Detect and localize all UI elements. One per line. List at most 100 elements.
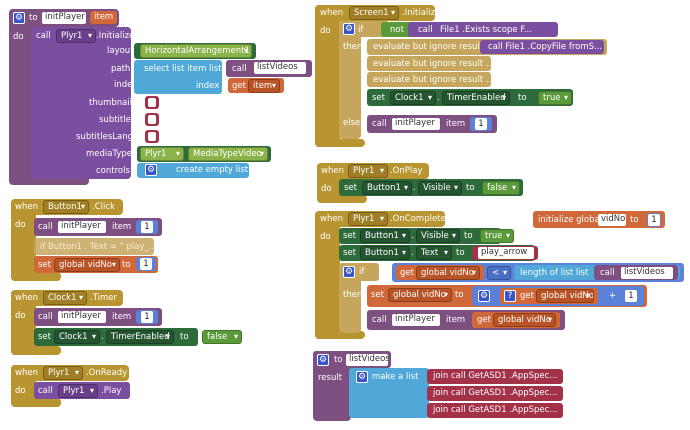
gear-icon[interactable]: ⚙ <box>145 164 157 176</box>
plyr1-dropdown[interactable]: Plyr1 <box>43 366 83 380</box>
join-getasd1-block[interactable] <box>427 369 563 384</box>
play-arrow-text-field[interactable]: play_arrow <box>478 247 534 259</box>
initPlayer-field[interactable]: initPlayer <box>58 221 106 233</box>
join-getasd1-block[interactable] <box>427 403 563 418</box>
number-1[interactable]: 1 <box>474 117 488 131</box>
when-label: when <box>15 202 38 212</box>
procedure-name-field[interactable]: initPlayer <box>42 12 86 24</box>
number-1[interactable]: 1 <box>624 289 638 303</box>
create-empty-list-label: create empty list <box>176 165 249 175</box>
initialize-global-label: initialize global <box>538 215 603 225</box>
subtitle-empty-text[interactable] <box>145 113 159 126</box>
if-label: if <box>359 267 365 277</box>
global-vidNo-dropdown[interactable]: global vidNo <box>416 266 480 280</box>
number-1[interactable]: 1 <box>140 220 154 234</box>
file1-exists-label: File1 .Exists scope F... <box>440 25 532 35</box>
global-vidNo-dropdown[interactable]: global vidNo <box>388 288 452 302</box>
call-label: call <box>418 25 433 35</box>
get-label: get <box>400 268 414 278</box>
text-property-dropdown[interactable]: Text <box>416 246 452 260</box>
copyfile-label: call File1 .CopyFile fromS... <box>488 42 603 52</box>
mediatype-component-dropdown[interactable]: Plyr1 <box>140 147 184 161</box>
get-item-dropdown[interactable]: item <box>248 79 280 93</box>
create-empty-list-block[interactable] <box>137 163 249 178</box>
call-plyr1-initialize[interactable] <box>31 27 131 179</box>
false-dropdown[interactable]: false <box>482 181 520 195</box>
listVideos-field[interactable]: listVideos <box>621 267 673 279</box>
if-else-block[interactable] <box>339 21 361 139</box>
oncomplete-event-label: .OnComplete <box>390 214 446 224</box>
button1-component-dropdown[interactable]: Button1 <box>360 229 410 243</box>
plyr1-dropdown[interactable]: Plyr1 <box>348 212 388 226</box>
visible-property-dropdown[interactable]: Visible <box>418 181 462 195</box>
call-file1-copyfile-block[interactable] <box>480 40 604 54</box>
button1-dropdown[interactable]: Button1 <box>43 200 89 214</box>
component-dropdown-plyr1[interactable]: Plyr1 <box>56 29 96 43</box>
call-file1-exists-block[interactable] <box>408 22 558 37</box>
click-event-label: .Click <box>92 202 115 212</box>
layout-dropdown[interactable]: HorizontalArrangement1 <box>140 44 252 58</box>
true-dropdown[interactable]: true <box>538 91 572 105</box>
event-plyr1-oncomplete[interactable] <box>315 211 340 339</box>
initialize-event-label: .Initialize <box>402 8 441 18</box>
gear-icon[interactable]: ⚙ <box>343 266 355 278</box>
timerenabled-property-dropdown[interactable]: TimerEnabled <box>442 91 510 105</box>
global-vidNo-dropdown[interactable]: global vidNo <box>536 289 594 303</box>
plyr1-dropdown[interactable]: Plyr1 <box>348 164 388 178</box>
number-1[interactable]: 1 <box>647 213 661 227</box>
join-getasd1-block[interactable] <box>427 386 563 401</box>
set-label: set <box>343 248 356 258</box>
button1-component-dropdown[interactable]: Button1 <box>360 246 410 260</box>
less-than-operator-dropdown[interactable]: < <box>487 266 511 280</box>
to-label: to <box>180 332 189 342</box>
initPlayer-field[interactable]: initPlayer <box>392 314 440 326</box>
event-footer <box>317 195 367 203</box>
evaluate-ignore-block-2[interactable] <box>367 56 491 71</box>
when-label: when <box>320 214 343 224</box>
gear-icon[interactable]: ⚙ <box>356 371 368 383</box>
to-label: to <box>122 260 131 270</box>
clock1-component-dropdown[interactable]: Clock1 <box>54 330 100 344</box>
param-item[interactable]: item <box>90 11 118 24</box>
button1-component-dropdown[interactable]: Button1 <box>362 181 412 195</box>
index-label: index <box>196 81 220 91</box>
do-label: do <box>15 220 26 230</box>
gear-icon[interactable]: ⚙ <box>478 290 490 302</box>
arg-path: path <box>111 64 131 74</box>
dot-label: . <box>101 332 104 342</box>
disabled-if-block[interactable] <box>34 238 154 255</box>
initPlayer-field[interactable]: initPlayer <box>58 311 106 323</box>
procedure-name-field[interactable]: listVideos <box>346 354 388 366</box>
visible-property-dropdown[interactable]: Visible <box>416 229 460 243</box>
screen1-dropdown[interactable]: Screen1 <box>349 6 399 20</box>
plyr1-component-dropdown[interactable]: Plyr1 <box>58 384 98 398</box>
mediatype-value-dropdown[interactable]: MediaTypeVideo <box>188 147 268 161</box>
subtitlesLang-empty-text[interactable] <box>145 130 159 143</box>
set-label: set <box>372 93 385 103</box>
gear-icon[interactable]: ⚙ <box>317 354 329 366</box>
call-label: call <box>38 222 53 232</box>
number-1[interactable]: 1 <box>140 310 154 324</box>
gear-icon[interactable]: ⚙ <box>13 12 25 24</box>
to-label: to <box>518 93 527 103</box>
global-vidNo-dropdown[interactable]: global vidNo <box>493 313 556 327</box>
thumbnail-empty-text[interactable] <box>145 96 159 109</box>
clock1-component-dropdown[interactable]: Clock1 <box>390 91 436 105</box>
clock1-dropdown[interactable]: Clock1 <box>43 291 87 305</box>
vidNo-name-field[interactable]: vidNo <box>598 214 626 226</box>
number-1[interactable]: 1 <box>139 257 153 271</box>
true-dropdown[interactable]: true <box>480 229 514 243</box>
select-list-item-block[interactable] <box>134 60 222 94</box>
global-vidNo-dropdown[interactable]: global vidNo <box>54 258 120 272</box>
call-label: call <box>38 386 53 396</box>
listVideos-field[interactable]: listVideos <box>254 62 306 74</box>
get-label: get <box>477 315 491 325</box>
evaluate-ignore-block-3[interactable] <box>367 72 491 87</box>
initPlayer-field[interactable]: initPlayer <box>392 118 440 130</box>
false-dropdown[interactable]: false <box>202 330 242 344</box>
timerenabled-property-dropdown[interactable]: TimerEnabled <box>106 330 174 344</box>
event-footer <box>11 346 61 355</box>
gear-icon[interactable]: ⚙ <box>343 23 355 35</box>
question-icon[interactable]: ? <box>504 290 516 302</box>
event-screen1-initialize[interactable] <box>315 5 340 147</box>
